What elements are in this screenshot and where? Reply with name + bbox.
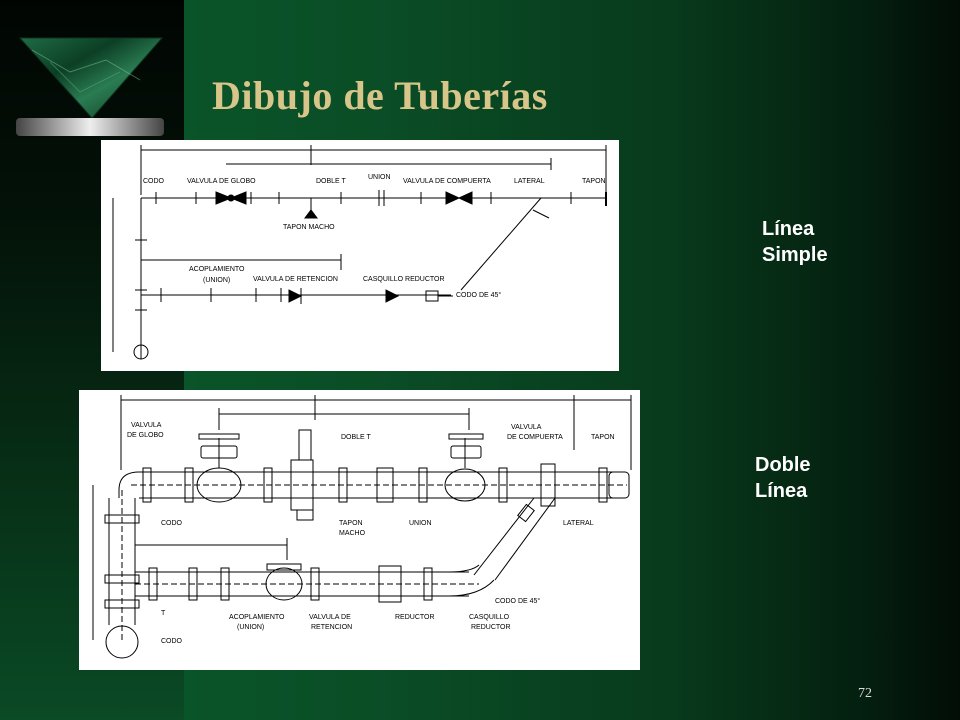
label-acoplamiento-2: (UNION) — [237, 624, 265, 631]
single-line-label-1: Línea — [762, 218, 815, 240]
label-codo-45: CODO DE 45° — [495, 598, 541, 605]
label-valvula-compuerta-2: DE COMPUERTA — [507, 434, 563, 441]
single-line-label: Línea Simple — [762, 216, 828, 268]
double-line-label-2: Línea — [755, 480, 808, 502]
label-tapon: TAPON — [591, 434, 615, 441]
label-codo: CODO — [143, 178, 164, 185]
label-valvula-globo-1: VALVULA — [131, 422, 162, 429]
label-lateral: LATERAL — [563, 520, 594, 527]
double-line-drawing: VALVULA DE GLOBO DOBLE T VALVULA DE COMP… — [79, 390, 640, 670]
label-acoplamiento: ACOPLAMIENTO — [189, 266, 245, 273]
label-valvula-retencion: VALVULA DE RETENCION — [253, 276, 338, 283]
label-acoplamiento-1: ACOPLAMIENTO — [229, 614, 285, 621]
label-valvula-retencion-1: VALVULA DE — [309, 614, 351, 621]
label-valvula-compuerta: VALVULA DE COMPUERTA — [403, 178, 491, 185]
label-reductor: REDUCTOR — [395, 614, 435, 621]
label-valvula-retencion-2: RETENCION — [311, 624, 353, 631]
label-t: T — [161, 610, 166, 617]
label-doble-t: DOBLE T — [341, 434, 371, 441]
label-valvula-globo: VALVULA DE GLOBO — [187, 178, 256, 185]
label-codo: CODO — [161, 520, 182, 527]
label-casquillo-reductor: CASQUILLO REDUCTOR — [363, 276, 445, 283]
single-line-drawing: CODO VALVULA DE GLOBO DOBLE T UNION VALV… — [101, 140, 619, 371]
label-codo-bottom: CODO — [161, 638, 182, 645]
label-tapon-macho: TAPON MACHO — [283, 224, 335, 231]
single-line-label-2: Simple — [762, 244, 828, 266]
label-tapon-macho-1: TAPON — [339, 520, 363, 527]
label-casquillo-2: REDUCTOR — [471, 624, 511, 631]
page-number: 72 — [858, 686, 872, 701]
double-line-label: Doble Línea — [755, 452, 811, 504]
label-doble-t: DOBLE T — [316, 178, 346, 185]
label-union: UNION — [368, 174, 391, 181]
page-title: Dibujo de Tuberías — [212, 73, 548, 118]
double-line-label-1: Doble — [755, 454, 811, 476]
label-valvula-compuerta-1: VALVULA — [511, 424, 542, 431]
label-codo-45: CODO DE 45° — [456, 292, 502, 299]
label-tapon-macho-2: MACHO — [339, 530, 366, 537]
triangle-logo-icon — [16, 37, 164, 136]
label-tapon: TAPON — [582, 178, 606, 185]
label-casquillo-1: CASQUILLO — [469, 614, 510, 621]
label-valvula-globo-2: DE GLOBO — [127, 432, 164, 439]
label-lateral: LATERAL — [514, 178, 545, 185]
label-union: UNION — [409, 520, 432, 527]
label-acoplamiento-sub: (UNION) — [203, 277, 231, 284]
